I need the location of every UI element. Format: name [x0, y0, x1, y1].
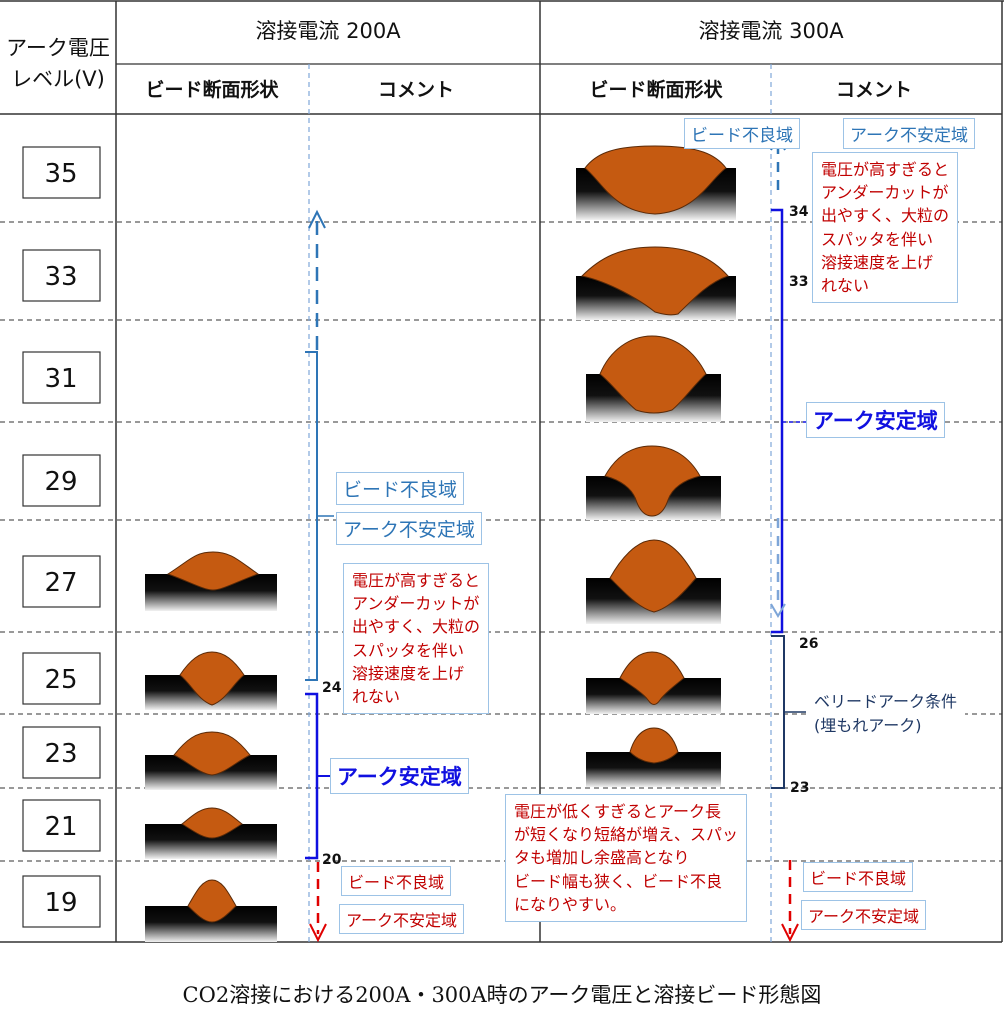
arrow-300a-down-dashed: [781, 860, 799, 943]
note-200a-arc-stable: アーク安定域: [330, 758, 469, 794]
level-21: 21: [22, 799, 101, 852]
level-25: 25: [22, 652, 101, 705]
bead-300a-27v: [586, 539, 721, 624]
bead-200a-19v: [145, 879, 277, 942]
svg-text:35: 35: [44, 159, 77, 189]
bead-300a-25v: [586, 651, 721, 714]
bead-200a-21v: [145, 807, 277, 859]
note-300a-low-bead-bad: ビード不良域: [803, 862, 914, 892]
marker-300a-34: 34: [789, 204, 809, 220]
bead-300a-35v: [576, 145, 736, 220]
marker-300a-26: 26: [799, 636, 818, 652]
svg-text:25: 25: [44, 665, 77, 695]
bracket-300a-stable: [771, 208, 784, 634]
level-27: 27: [22, 555, 101, 608]
bead-300a-29v: [586, 445, 721, 520]
note-300a-low-arc-unstable: アーク不安定域: [801, 900, 927, 930]
arc-voltage-label: アーク電圧: [6, 36, 110, 60]
svg-text:31: 31: [44, 364, 77, 394]
level-19: 19: [22, 875, 101, 928]
level-label: レベル(V): [11, 67, 105, 91]
note-300a-high-voltage: 電圧が高すぎると アンダーカットが 出やすく、大粒の スパッタを伴い 溶接速度を…: [812, 152, 959, 304]
svg-text:27: 27: [44, 568, 77, 598]
level-31: 31: [22, 351, 101, 404]
marker-300a-33: 33: [789, 274, 808, 290]
bead-300a-23v: [586, 727, 721, 787]
level-23: 23: [22, 726, 101, 779]
bead-200a-27v: [145, 551, 277, 611]
bracket-200a-unstable: [305, 351, 318, 681]
bead-300a-31v: [586, 335, 721, 422]
note-300a-arc-unstable: アーク不安定域: [843, 118, 975, 149]
level-29: 29: [22, 454, 101, 507]
marker-200a-24: 24: [322, 680, 342, 696]
note-200a-high-voltage: 電圧が高すぎると アンダーカットが 出やすく、大粒の スパッタを伴い 溶接速度を…: [343, 563, 490, 715]
note-200a-bead-bad: ビード不良域: [336, 472, 465, 505]
svg-text:29: 29: [44, 467, 77, 497]
subheader-bead-shape-200: ビード断面形状: [145, 78, 279, 101]
subheader-comment-300: コメント: [836, 79, 912, 101]
header-300a: 溶接電流 300A: [698, 19, 844, 43]
note-300a-buried-arc: ベリードアーク条件 (埋もれアーク): [806, 686, 966, 742]
arrow-200a-up-dashed: [308, 209, 326, 350]
bracket-200a-stable: [305, 692, 319, 860]
note-low-voltage: 電圧が低くすぎるとアーク長 が短くなり短絡が増え、スパッ タも増加し余盛高となり…: [505, 794, 748, 922]
header-200a: 溶接電流 200A: [255, 19, 401, 43]
note-200a-low-bead-bad: ビード不良域: [341, 866, 452, 896]
level-35: 35: [22, 146, 101, 199]
level-33: 33: [22, 249, 101, 302]
bracket-300a-buried: [771, 635, 785, 789]
note-300a-bead-bad: ビード不良域: [684, 118, 800, 149]
bead-300a-33v: [576, 246, 736, 320]
subheader-bead-shape-300: ビード断面形状: [589, 78, 723, 101]
bead-200a-25v: [145, 651, 277, 710]
svg-text:21: 21: [44, 812, 77, 842]
subheader-comment-200: コメント: [378, 79, 454, 101]
note-200a-low-arc-unstable: アーク不安定域: [339, 904, 465, 934]
svg-text:19: 19: [44, 888, 77, 918]
arrow-200a-down-dashed: [309, 862, 327, 943]
note-300a-arc-stable: アーク安定域: [806, 402, 945, 438]
svg-text:33: 33: [44, 262, 77, 292]
bead-200a-23v: [145, 731, 277, 790]
arrow-300a-mid-dashed: [770, 512, 786, 618]
svg-text:23: 23: [44, 739, 77, 769]
note-200a-arc-unstable: アーク不安定域: [336, 512, 482, 545]
marker-200a-20: 20: [322, 852, 342, 868]
marker-300a-23: 23: [790, 780, 809, 796]
figure-caption: CO2溶接における200A・300A時のアーク電圧と溶接ビード形態図: [183, 983, 822, 1007]
